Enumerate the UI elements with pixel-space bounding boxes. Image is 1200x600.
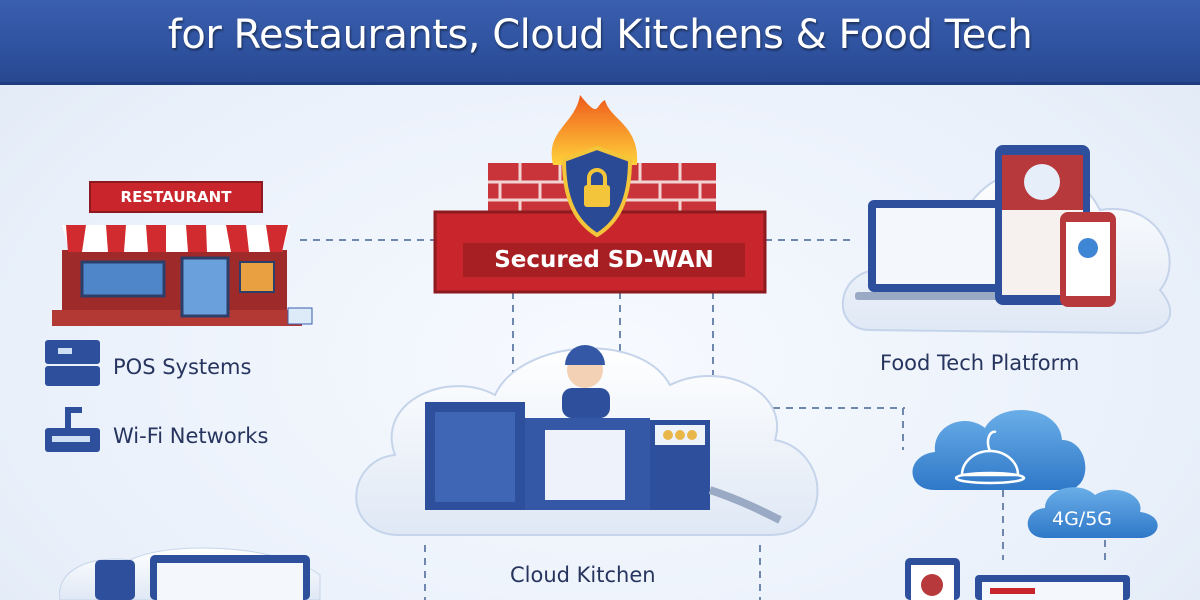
bottom-left-laptop-icon [59, 547, 321, 600]
cloud-kitchen-label: Cloud Kitchen [510, 563, 656, 587]
wifi-networks-label: Wi-Fi Networks [113, 424, 269, 448]
cloche-icon [954, 430, 1026, 485]
shield-lock-icon [561, 145, 633, 238]
restaurant-storefront-icon [52, 181, 313, 326]
cloud-kitchen-cloud [355, 345, 819, 536]
4g-5g-label: 4G/5G [1052, 508, 1113, 530]
kitchen-equipment-icon [425, 402, 782, 524]
bottom-right-devices-icon [905, 558, 1130, 600]
flame-icon [551, 95, 638, 165]
pos-systems-label: POS Systems [113, 355, 252, 379]
router-icon [45, 407, 100, 452]
chef-icon [562, 345, 610, 418]
sd-wan-label: Secured SD-WAN [494, 247, 714, 273]
delivery-cloud [912, 409, 1086, 490]
connector-lines [300, 239, 1106, 600]
page-title: for Restaurants, Cloud Kitchens & Food T… [167, 12, 1033, 58]
food-tech-platform-label: Food Tech Platform [880, 351, 1080, 375]
header-banner: for Restaurants, Cloud Kitchens & Food T… [0, 0, 1200, 85]
mobile-network-cloud [1027, 487, 1158, 538]
pos-terminal-icon [45, 340, 100, 386]
food-tech-cloud [841, 145, 1172, 335]
restaurant-sign: RESTAURANT [120, 188, 232, 206]
